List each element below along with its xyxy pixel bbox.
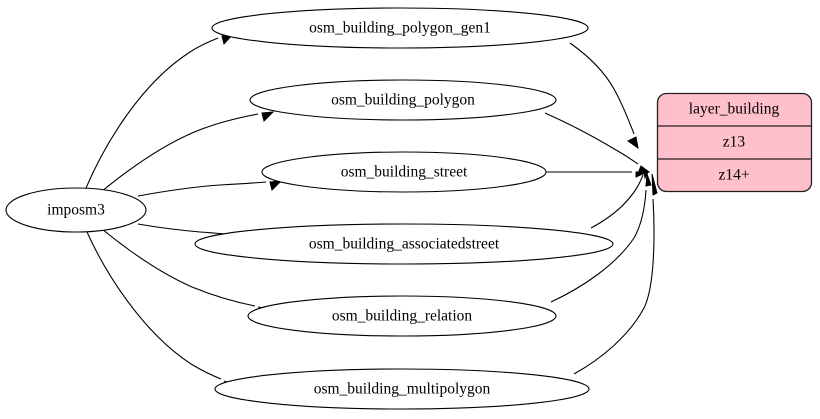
- node-layer_building-shape[interactable]: [656, 92, 813, 193]
- node-osm_building_street-label: osm_building_street: [341, 164, 468, 181]
- node-osm_building_street[interactable]: osm_building_street: [261, 151, 547, 193]
- edge-imposm3-to-osm_building_street: [137, 180, 283, 197]
- edge-group-tables-to-layer: [544, 42, 658, 375]
- edge-imposm3-to-osm_building_polygon_gen1: [85, 33, 235, 189]
- node-osm_building_polygon_gen1-label: osm_building_polygon_gen1: [309, 20, 491, 37]
- node-osm_building_associatedstreet-shape[interactable]: [194, 223, 614, 265]
- edge-osm_building_associatedstreet-to-layer_building-z14: [590, 171, 649, 229]
- edge-osm_building_street-to-layer_building-z14: [545, 171, 648, 178]
- layer_building-row-z14-label: z14+: [718, 167, 749, 184]
- node-osm_building_relation-label: osm_building_relation: [332, 308, 473, 325]
- node-osm_building_polygon[interactable]: osm_building_polygon: [249, 79, 557, 121]
- edge-osm_building_polygon_gen1-to-layer_building-z13: [569, 42, 639, 150]
- edge-imposm3-to-osm_building_multipolygon: [86, 231, 236, 390]
- node-osm_building_multipolygon[interactable]: osm_building_multipolygon: [214, 368, 590, 410]
- node-imposm3-label: imposm3: [47, 202, 105, 219]
- edge-osm_building_multipolygon-to-layer_building-z14: [573, 173, 658, 375]
- node-osm_building_relation-shape[interactable]: [247, 295, 557, 337]
- node-osm_building_multipolygon-label: osm_building_multipolygon: [314, 381, 491, 398]
- node-osm_building_polygon-shape[interactable]: [249, 79, 557, 121]
- node-imposm3[interactable]: imposm3: [5, 187, 147, 233]
- node-osm_building_associatedstreet[interactable]: osm_building_associatedstreet: [194, 223, 614, 265]
- node-osm_building_street-shape[interactable]: [261, 151, 547, 193]
- node-osm_building_relation[interactable]: osm_building_relation: [247, 295, 557, 337]
- node-osm_building_polygon-label: osm_building_polygon: [331, 92, 475, 109]
- node-osm_building_polygon_gen1[interactable]: osm_building_polygon_gen1: [211, 7, 589, 49]
- edge-imposm3-to-osm_building_polygon: [100, 111, 275, 193]
- node-imposm3-shape[interactable]: [5, 187, 147, 233]
- layer_building-row-header-label: layer_building: [689, 101, 780, 118]
- node-osm_building_multipolygon-shape[interactable]: [214, 368, 590, 410]
- node-osm_building_polygon_gen1-shape[interactable]: [211, 7, 589, 49]
- layer_building-row-z13-label: z13: [723, 134, 746, 151]
- node-layer_building[interactable]: layer_building z13 z14+: [656, 92, 813, 193]
- edge-osm_building_relation-to-layer_building-z14: [550, 173, 652, 303]
- node-osm_building_associatedstreet-label: osm_building_associatedstreet: [309, 236, 500, 253]
